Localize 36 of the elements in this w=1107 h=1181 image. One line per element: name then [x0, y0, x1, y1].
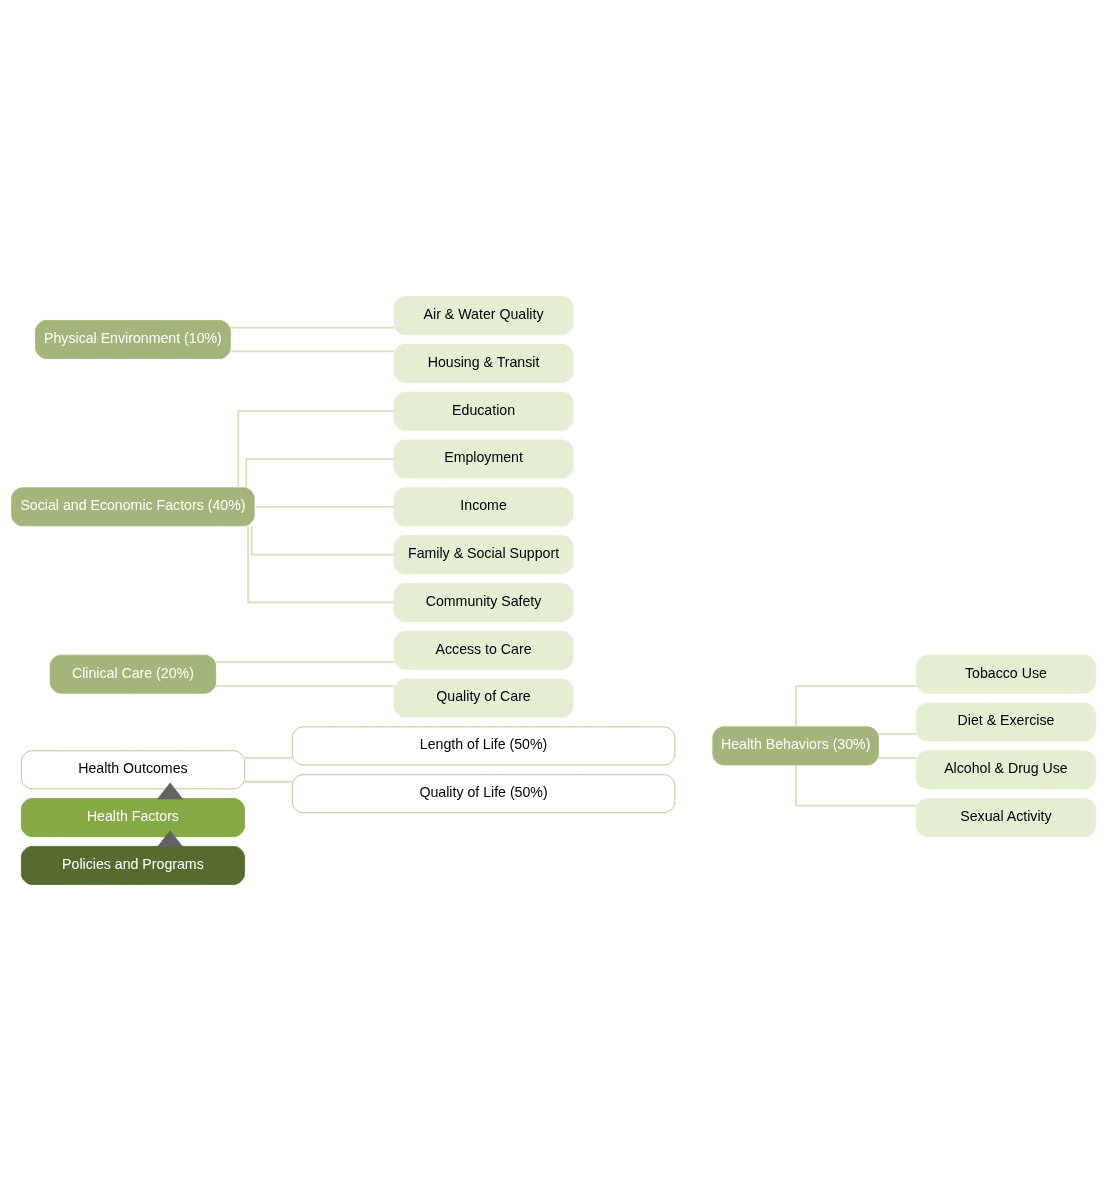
node-box: Employment: [393, 439, 574, 479]
node-box: Family & Social Support: [393, 535, 574, 575]
node-box: Access to Care: [393, 630, 574, 670]
connector: [245, 458, 395, 489]
node-box: Health Behaviors (30%): [712, 726, 879, 766]
connector: [247, 525, 395, 604]
connector: [229, 350, 395, 353]
node-box: Alcohol & Drug Use: [916, 750, 1096, 790]
node-box: Physical Environment (10%): [35, 320, 231, 359]
connector: [214, 685, 395, 687]
node-box: Quality of Life (50%): [291, 774, 676, 814]
node-box: Quality of Care: [393, 678, 574, 718]
node-box: Sexual Activity: [916, 798, 1096, 838]
connector: [795, 764, 918, 807]
connector: [229, 326, 395, 329]
connector: [214, 661, 395, 664]
node-box: Health Outcomes: [20, 750, 245, 790]
node-box: Air & Water Quality: [393, 296, 574, 336]
node-box: Community Safety: [393, 582, 574, 622]
node-box: Education: [393, 391, 574, 431]
connector: [237, 410, 395, 489]
node-box: Length of Life (50%): [291, 726, 676, 766]
node-box: Clinical Care (20%): [49, 654, 217, 694]
node-box: Social and Economic Factors (40%): [11, 487, 255, 527]
connector: [243, 756, 294, 759]
connector: [250, 525, 395, 556]
connector: [795, 685, 918, 728]
connector: [253, 505, 395, 508]
connector: [877, 756, 918, 759]
node-box: Income: [393, 487, 574, 527]
connector: [243, 780, 294, 783]
node-box: Diet & Exercise: [916, 702, 1096, 742]
node-box: Health Factors: [20, 798, 245, 838]
connector: [877, 733, 918, 735]
node-box: Housing & Transit: [393, 343, 574, 383]
node-box: Tobacco Use: [916, 654, 1096, 694]
